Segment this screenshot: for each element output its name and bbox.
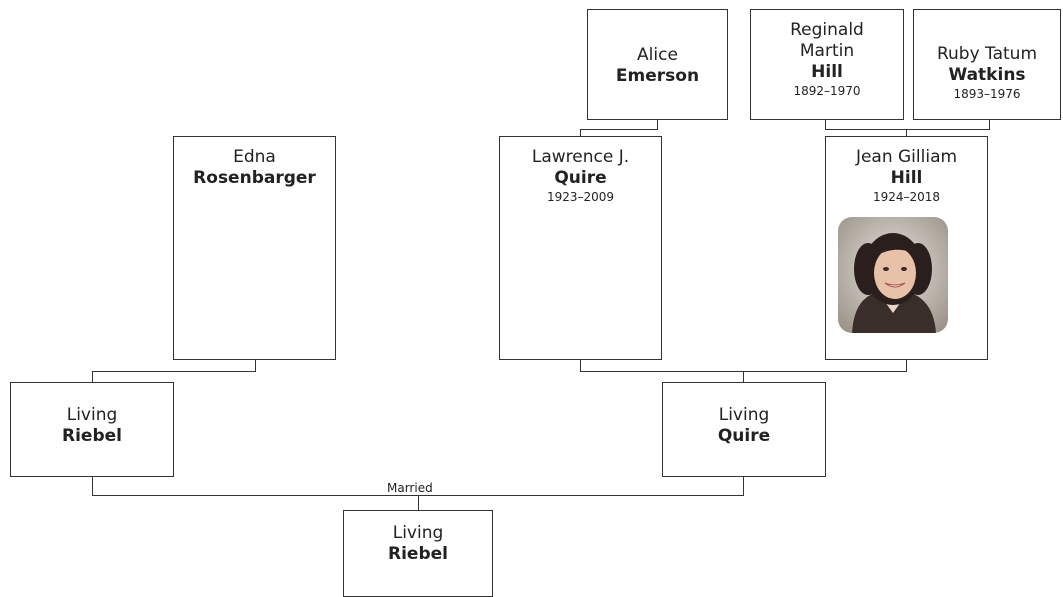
person-card-alice-emerson[interactable]: Alice Emerson: [587, 9, 728, 120]
connector-line: [92, 476, 93, 496]
given-name: Living: [718, 405, 770, 425]
person-card-living-riebel-child[interactable]: Living Riebel: [343, 510, 493, 597]
given-name: Living: [66, 405, 118, 425]
surname: Emerson: [615, 66, 700, 86]
connector-line: [825, 119, 826, 130]
person-card-ruby-watkins[interactable]: Ruby Tatum Watkins 1893–1976: [913, 9, 1061, 120]
connector-line: [906, 359, 907, 371]
given-name: Ruby Tatum: [936, 44, 1038, 64]
surname: Riebel: [388, 544, 448, 564]
person-card-edna-rosenbarger[interactable]: Edna Rosenbarger: [173, 136, 336, 360]
connector-line: [825, 129, 990, 130]
connector-line: [255, 359, 256, 371]
portrait-image: [838, 217, 948, 333]
given-name-line-1: Reginald: [790, 20, 864, 40]
connector-line: [906, 129, 907, 137]
surname: Hill: [890, 168, 923, 188]
portrait-photo[interactable]: [838, 217, 948, 333]
given-name-line-2: Martin: [799, 41, 855, 61]
given-name: Alice: [637, 45, 678, 65]
life-dates: 1893–1976: [953, 87, 1021, 101]
given-name: Living: [392, 523, 444, 543]
life-dates: 1924–2018: [872, 190, 941, 204]
connector-line: [580, 359, 581, 371]
given-name: Edna: [233, 147, 276, 167]
connector-line: [580, 129, 658, 130]
person-card-lawrence-quire[interactable]: Lawrence J. Quire 1923–2009: [499, 136, 662, 360]
person-card-jean-hill[interactable]: Jean Gilliam Hill 1924–2018: [825, 136, 988, 360]
connector-line: [989, 119, 990, 130]
connector-line: [743, 371, 744, 383]
connector-line: [580, 129, 581, 137]
given-name: Jean Gilliam: [855, 147, 958, 167]
connector-line: [92, 371, 93, 383]
connector-line: [92, 371, 256, 372]
surname: Riebel: [62, 426, 122, 446]
connector-line: [743, 476, 744, 496]
person-card-reginald-hill[interactable]: Reginald Martin Hill 1892–1970: [750, 9, 904, 120]
surname: Rosenbarger: [193, 168, 316, 188]
person-card-living-quire[interactable]: Living Quire: [662, 382, 826, 477]
surname: Quire: [554, 168, 607, 188]
connector-line: [657, 119, 658, 130]
connector-line: [418, 495, 419, 510]
surname: Hill: [811, 62, 843, 82]
given-name: Lawrence J.: [531, 147, 630, 167]
surname: Watkins: [948, 65, 1026, 85]
life-dates: 1892–1970: [793, 84, 861, 98]
surname: Quire: [717, 426, 771, 446]
life-dates: 1923–2009: [546, 190, 615, 204]
married-label: Married: [387, 481, 433, 495]
person-card-living-riebel-parent[interactable]: Living Riebel: [10, 382, 174, 477]
